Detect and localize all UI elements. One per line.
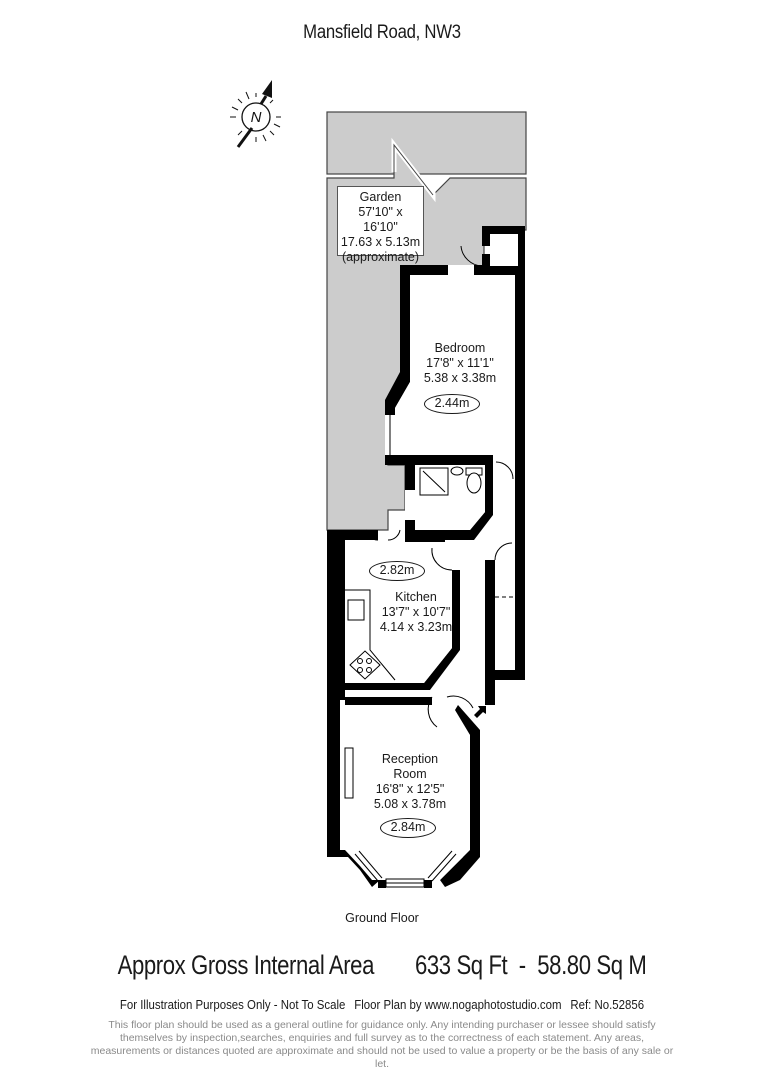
entrance-arrow-icon <box>474 706 486 718</box>
reception-ceiling-height: 2.84m <box>380 818 436 838</box>
reference-number: Ref: No.52856 <box>570 997 645 1012</box>
area-label: Approx Gross Internal Area <box>117 950 375 980</box>
fixtures <box>344 245 515 799</box>
kitchen-ceiling-height: 2.82m <box>369 561 425 581</box>
reception-metric: 5.08 x 3.78m <box>373 797 447 811</box>
kitchen-label: Kitchen 13'7" x 10'7" 4.14 x 3.23m <box>370 590 462 635</box>
area-separator: - <box>518 950 526 980</box>
garden-note: (approximate) <box>341 250 420 264</box>
property-address: Mansfield Road, NW3 <box>303 22 461 43</box>
bedroom-imperial: 17'8" x 11'1" <box>426 356 494 370</box>
garden-imperial: 57'10" x 16'10" <box>358 205 403 234</box>
bay-window <box>354 850 457 888</box>
kitchen-name: Kitchen <box>395 590 437 604</box>
area-sq-ft: 633 Sq Ft <box>414 950 508 980</box>
kitchen-imperial: 13'7" x 10'7" <box>381 605 451 619</box>
reception-imperial: 16'8" x 12'5" <box>375 782 445 796</box>
svg-text:N: N <box>251 109 262 126</box>
area-sq-m: 58.80 Sq M <box>537 950 647 980</box>
floor-label: Ground Floor <box>345 911 419 925</box>
garden-label: Garden 57'10" x 16'10" 17.63 x 5.13m (ap… <box>337 186 424 264</box>
reception-name-line2: Room <box>393 767 427 781</box>
bedroom-name: Bedroom <box>434 341 486 355</box>
bedroom-metric: 5.38 x 3.38m <box>423 371 497 385</box>
garden-name: Garden <box>359 190 402 204</box>
credits-line: For Illustration Purposes Only - Not To … <box>46 997 718 1012</box>
garden-metric: 17.63 x 5.13m <box>340 235 421 249</box>
illustration-note: For Illustration Purposes Only - Not To … <box>119 997 346 1012</box>
bedroom-ceiling-height: 2.44m <box>424 394 480 414</box>
floor-plan-credit: Floor Plan by www.nogaphotostudio.com <box>354 997 562 1012</box>
bedroom-label: Bedroom 17'8" x 11'1" 5.38 x 3.38m <box>410 341 510 386</box>
north-arrow-compass-icon: N <box>230 80 281 148</box>
room-fills <box>345 234 518 880</box>
reception-label: Reception Room 16'8" x 12'5" 5.08 x 3.78… <box>365 752 455 812</box>
gross-internal-area: Approx Gross Internal Area 633 Sq Ft - 58… <box>69 950 695 981</box>
kitchen-metric: 4.14 x 3.23m <box>379 620 453 634</box>
reception-name-line1: Reception <box>381 752 439 766</box>
disclaimer: This floor plan should be used as a gene… <box>90 1019 674 1070</box>
